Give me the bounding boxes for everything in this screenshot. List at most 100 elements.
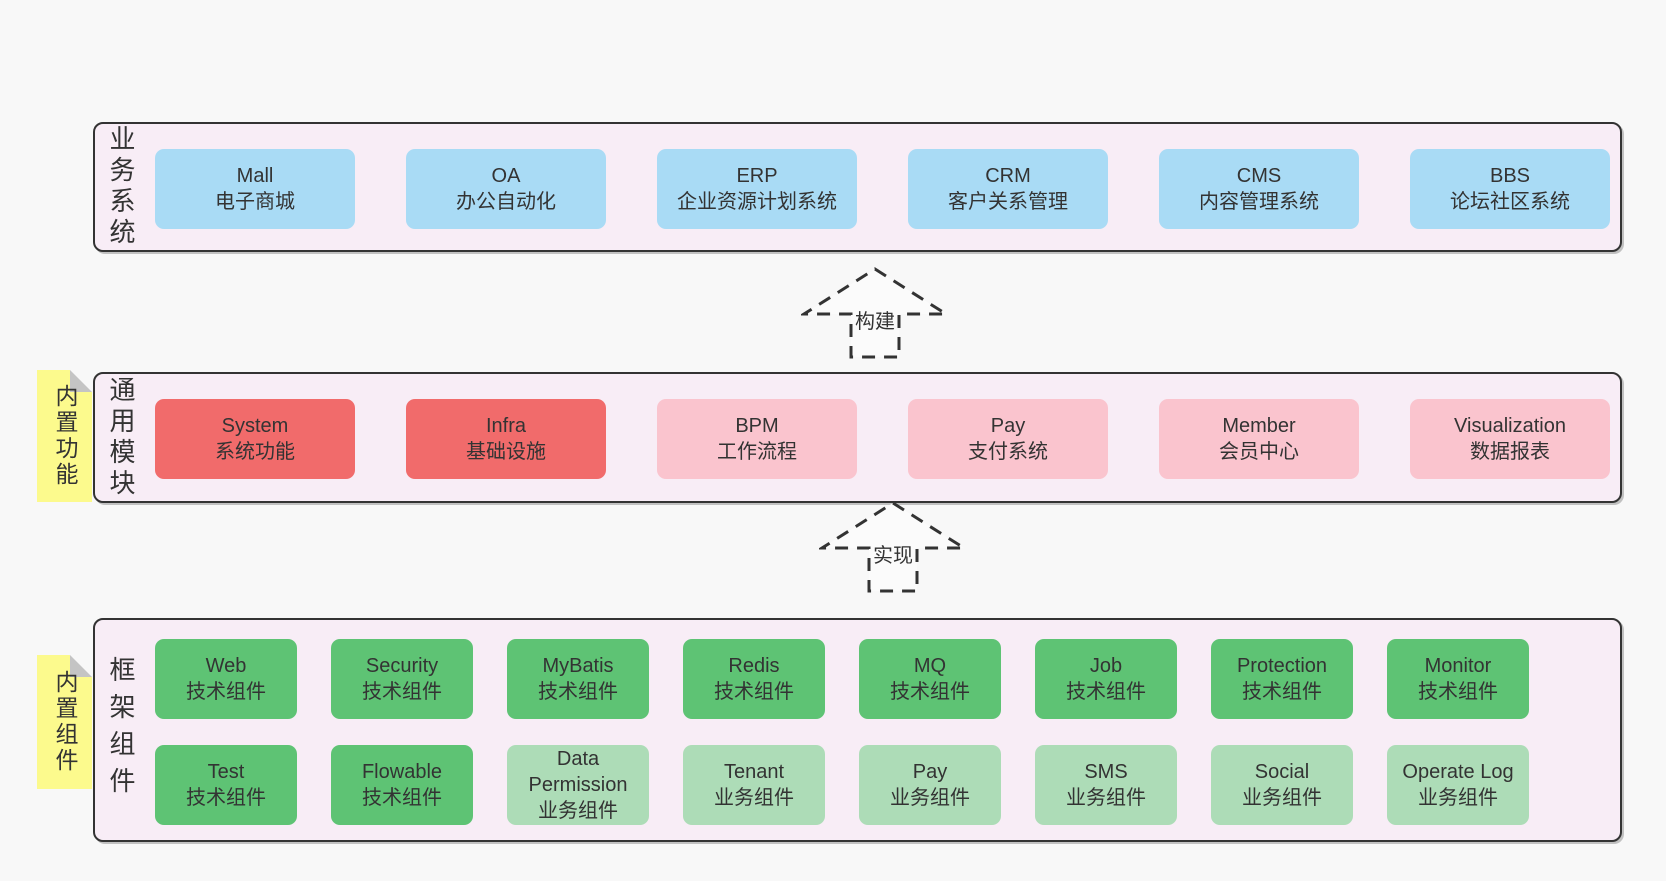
box-subtitle: 技术组件 — [714, 681, 794, 703]
box-mq: MQ 技术组件 — [859, 639, 1001, 719]
box-title: Monitor — [1424, 655, 1492, 677]
box-title: Data Permission — [528, 748, 628, 796]
box-subtitle: 企业资源计划系统 — [677, 191, 837, 213]
arrow-implement: 实现 — [819, 500, 967, 594]
box-title: OA — [491, 165, 521, 187]
box-subtitle: 支付系统 — [968, 441, 1048, 463]
box-mybatis: MyBatis 技术组件 — [507, 639, 649, 719]
box-subtitle: 业务组件 — [538, 800, 618, 822]
box-tenant: Tenant 业务组件 — [683, 745, 825, 825]
box-subtitle: 技术组件 — [1242, 681, 1322, 703]
box-title: BPM — [735, 415, 779, 437]
box-security: Security 技术组件 — [331, 639, 473, 719]
box-subtitle: 技术组件 — [186, 787, 266, 809]
box-title: Member — [1222, 415, 1296, 437]
framework-row-1: Web 技术组件 Security 技术组件 MyBatis 技术组件 Redi… — [155, 639, 1529, 719]
business-systems-row: Mall 电子商城 OA 办公自动化 ERP 企业资源计划系统 CRM 客户关系… — [155, 149, 1610, 229]
box-title: MQ — [913, 655, 947, 677]
box-subtitle: 会员中心 — [1219, 441, 1299, 463]
box-title: Test — [207, 761, 245, 783]
framework-components-side-label: 框架组件 — [106, 656, 136, 804]
sticky-label: 内置功能 — [52, 384, 78, 488]
box-title: Flowable — [361, 761, 443, 783]
box-title: CRM — [985, 165, 1031, 187]
box-subtitle: 数据报表 — [1470, 441, 1550, 463]
arrow-build: 构建 — [801, 266, 949, 360]
box-subtitle: 技术组件 — [1418, 681, 1498, 703]
box-visualization: Visualization 数据报表 — [1410, 399, 1610, 479]
box-subtitle: 业务组件 — [1242, 787, 1322, 809]
box-title: Protection — [1236, 655, 1328, 677]
box-title: Visualization — [1454, 415, 1566, 437]
box-subtitle: 系统功能 — [215, 441, 295, 463]
layer-common-modules: 通用模块 System 系统功能 Infra 基础设施 BPM 工作流程 Pay… — [93, 372, 1622, 503]
box-crm: CRM 客户关系管理 — [908, 149, 1108, 229]
box-member: Member 会员中心 — [1159, 399, 1359, 479]
box-oa: OA 办公自动化 — [406, 149, 606, 229]
box-subtitle: 业务组件 — [1418, 787, 1498, 809]
box-social: Social 业务组件 — [1211, 745, 1353, 825]
sticky-built-in-components: 内置组件 — [37, 655, 92, 789]
box-subtitle: 技术组件 — [538, 681, 618, 703]
box-system: System 系统功能 — [155, 399, 355, 479]
sticky-built-in-features: 内置功能 — [37, 370, 92, 502]
box-subtitle: 内容管理系统 — [1199, 191, 1319, 213]
box-title: Pay — [912, 761, 948, 783]
box-title: Infra — [485, 415, 527, 437]
box-subtitle: 业务组件 — [1066, 787, 1146, 809]
box-title: Tenant — [723, 761, 785, 783]
box-title: Redis — [728, 655, 780, 677]
box-subtitle: 论坛社区系统 — [1450, 191, 1570, 213]
box-title: Web — [205, 655, 247, 677]
folded-corner-icon — [70, 655, 92, 677]
box-subtitle: 客户关系管理 — [948, 191, 1068, 213]
box-subtitle: 业务组件 — [890, 787, 970, 809]
box-title: Operate Log — [1402, 761, 1514, 783]
box-subtitle: 基础设施 — [466, 441, 546, 463]
framework-row-2: Test 技术组件 Flowable 技术组件 Data Permission … — [155, 745, 1529, 825]
box-erp: ERP 企业资源计划系统 — [657, 149, 857, 229]
box-subtitle: 技术组件 — [890, 681, 970, 703]
folded-corner-icon — [70, 370, 92, 392]
box-bbs: BBS 论坛社区系统 — [1410, 149, 1610, 229]
layer-framework-components: 框架组件 Web 技术组件 Security 技术组件 MyBatis 技术组件… — [93, 618, 1622, 842]
layer-business-systems: 业务系统 Mall 电子商城 OA 办公自动化 ERP 企业资源计划系统 CRM… — [93, 122, 1622, 252]
box-mall: Mall 电子商城 — [155, 149, 355, 229]
box-subtitle: 技术组件 — [362, 787, 442, 809]
box-cms: CMS 内容管理系统 — [1159, 149, 1359, 229]
box-subtitle: 技术组件 — [186, 681, 266, 703]
box-subtitle: 业务组件 — [714, 787, 794, 809]
box-title: Pay — [990, 415, 1026, 437]
box-sms: SMS 业务组件 — [1035, 745, 1177, 825]
box-title: MyBatis — [542, 655, 614, 677]
arrow-build-label: 构建 — [853, 311, 897, 333]
box-redis: Redis 技术组件 — [683, 639, 825, 719]
box-subtitle: 技术组件 — [362, 681, 442, 703]
box-operate-log: Operate Log 业务组件 — [1387, 745, 1529, 825]
box-title: BBS — [1489, 165, 1531, 187]
box-title: Security — [365, 655, 439, 677]
box-title: SMS — [1084, 761, 1128, 783]
box-pay-component: Pay 业务组件 — [859, 745, 1001, 825]
box-pay-module: Pay 支付系统 — [908, 399, 1108, 479]
box-title: System — [221, 415, 289, 437]
box-bpm: BPM 工作流程 — [657, 399, 857, 479]
box-protection: Protection 技术组件 — [1211, 639, 1353, 719]
box-title: CMS — [1236, 165, 1282, 187]
business-systems-side-label: 业务系统 — [106, 125, 136, 249]
box-data-permission: Data Permission 业务组件 — [507, 745, 649, 825]
box-title: Social — [1254, 761, 1310, 783]
box-flowable: Flowable 技术组件 — [331, 745, 473, 825]
box-title: Job — [1089, 655, 1123, 677]
common-modules-side-label: 通用模块 — [106, 375, 136, 500]
box-job: Job 技术组件 — [1035, 639, 1177, 719]
box-title: ERP — [736, 165, 778, 187]
box-subtitle: 技术组件 — [1066, 681, 1146, 703]
box-subtitle: 电子商城 — [215, 191, 295, 213]
box-subtitle: 办公自动化 — [456, 191, 556, 213]
box-monitor: Monitor 技术组件 — [1387, 639, 1529, 719]
box-infra: Infra 基础设施 — [406, 399, 606, 479]
sticky-label: 内置组件 — [52, 670, 78, 774]
box-test: Test 技术组件 — [155, 745, 297, 825]
box-title: Mall — [236, 165, 274, 187]
